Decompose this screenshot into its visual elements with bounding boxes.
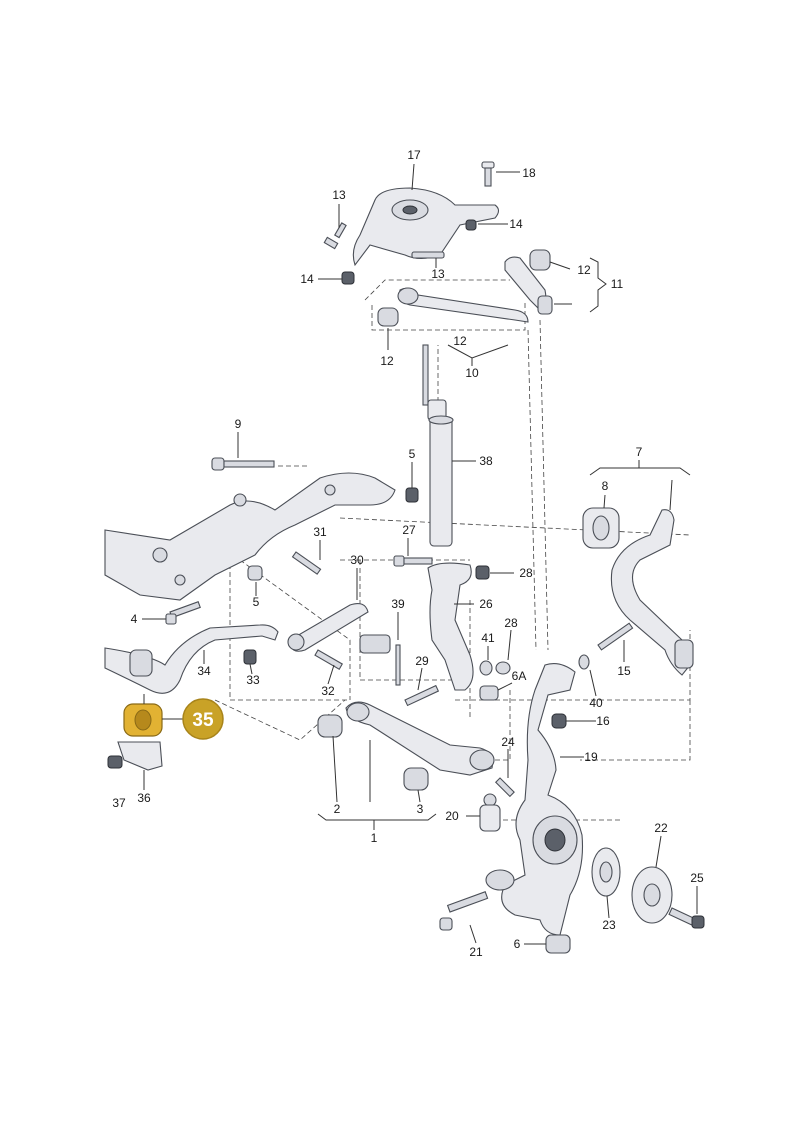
bolt-13-lower-part <box>411 251 445 259</box>
label-12-middle[interactable]: 12 <box>453 334 467 348</box>
label-4[interactable]: 4 <box>131 612 138 626</box>
clamp-36-part <box>117 741 163 771</box>
shock-absorber-part <box>422 344 454 547</box>
nut-37-part <box>107 755 123 769</box>
label-7[interactable]: 7 <box>636 445 643 459</box>
bushing-3-part <box>403 767 429 791</box>
label-12-right[interactable]: 12 <box>577 263 591 277</box>
badge-35-label: 35 <box>192 710 214 731</box>
link-30-part <box>287 603 369 652</box>
label-10[interactable]: 10 <box>465 366 479 380</box>
label-13-upper[interactable]: 13 <box>332 188 346 202</box>
label-14-left[interactable]: 14 <box>300 272 314 286</box>
washer-40-part <box>578 654 590 670</box>
bolt-4-part <box>165 601 201 625</box>
label-5-upper[interactable]: 5 <box>409 447 416 461</box>
link-39-part <box>359 634 401 686</box>
label-34[interactable]: 34 <box>197 664 211 678</box>
label-5-lower[interactable]: 5 <box>253 595 260 609</box>
bolt-31-part <box>291 551 322 575</box>
nut-14-part <box>341 219 477 285</box>
nut-6-part <box>545 934 571 954</box>
nut-33-part <box>243 649 257 665</box>
label-21[interactable]: 21 <box>469 945 483 959</box>
bolt-21-part <box>439 891 489 931</box>
part-labels: 17 18 13 14 13 14 12 11 12 12 10 9 5 38 … <box>112 148 704 959</box>
label-13-lower[interactable]: 13 <box>431 267 445 281</box>
control-arm-7-part <box>610 509 694 676</box>
label-33[interactable]: 33 <box>246 673 260 687</box>
nut-28-part <box>475 565 511 675</box>
bolt-13-upper-part <box>323 222 347 250</box>
label-12-left[interactable]: 12 <box>380 354 394 368</box>
bolt-15-part <box>597 622 634 651</box>
bushing-8-part <box>582 507 620 549</box>
label-39[interactable]: 39 <box>391 597 405 611</box>
label-28-lower[interactable]: 28 <box>504 616 518 630</box>
ball-joint-20-part <box>479 793 501 832</box>
washer-41-part <box>479 660 493 676</box>
bolt-29-part <box>404 684 440 707</box>
leader-lines <box>142 163 698 945</box>
label-2[interactable]: 2 <box>334 802 341 816</box>
label-19[interactable]: 19 <box>584 750 598 764</box>
assembly-guide-lines <box>214 279 691 821</box>
label-24[interactable]: 24 <box>501 735 515 749</box>
label-1[interactable]: 1 <box>371 831 378 845</box>
bolt-24-part <box>494 777 515 798</box>
label-37[interactable]: 37 <box>112 796 126 810</box>
highlight-badge-35[interactable]: 35 <box>182 698 224 740</box>
bolt-9-part <box>211 457 275 471</box>
label-15[interactable]: 15 <box>617 664 631 678</box>
fork-26-part <box>427 562 474 691</box>
label-32[interactable]: 32 <box>321 684 335 698</box>
label-40[interactable]: 40 <box>589 696 603 710</box>
label-22[interactable]: 22 <box>654 821 668 835</box>
label-14-right[interactable]: 14 <box>509 217 523 231</box>
label-23[interactable]: 23 <box>602 918 616 932</box>
stabilizer-bar-part <box>104 624 279 694</box>
nut-5-part <box>247 487 419 581</box>
label-36[interactable]: 36 <box>137 791 151 805</box>
bolt-25-part <box>668 907 705 929</box>
label-27[interactable]: 27 <box>402 523 416 537</box>
label-41[interactable]: 41 <box>481 631 495 645</box>
nut-16-part <box>551 713 567 729</box>
label-26[interactable]: 26 <box>479 597 493 611</box>
label-3[interactable]: 3 <box>417 802 424 816</box>
bolt-18-part <box>481 161 495 187</box>
label-29[interactable]: 29 <box>415 654 429 668</box>
label-6a[interactable]: 6A <box>512 669 527 683</box>
bushing-2-part <box>317 714 343 738</box>
label-31[interactable]: 31 <box>313 525 327 539</box>
label-17[interactable]: 17 <box>407 148 421 162</box>
label-8[interactable]: 8 <box>602 479 609 493</box>
upper-control-arm-10-part <box>377 287 529 327</box>
bolt-27-part <box>393 555 433 567</box>
label-9[interactable]: 9 <box>235 417 242 431</box>
wheel-hub-22-part <box>631 866 673 924</box>
subframe-part <box>104 472 396 601</box>
stabilizer-bushing-35-part <box>123 703 163 737</box>
label-20[interactable]: 20 <box>445 809 459 823</box>
wheel-bearing-23-part <box>591 847 621 897</box>
label-16[interactable]: 16 <box>596 714 610 728</box>
strut-mount-part <box>352 187 500 267</box>
label-30[interactable]: 30 <box>350 553 364 567</box>
lower-control-arm-1-part <box>345 701 495 776</box>
label-11[interactable]: 11 <box>611 277 624 291</box>
label-6[interactable]: 6 <box>514 937 521 951</box>
label-28-upper[interactable]: 28 <box>519 566 533 580</box>
nut-6a-part <box>479 685 499 701</box>
label-25[interactable]: 25 <box>690 871 704 885</box>
label-38[interactable]: 38 <box>479 454 493 468</box>
bolt-32-part <box>314 649 344 670</box>
label-18[interactable]: 18 <box>522 166 536 180</box>
wheel-carrier-19-part <box>485 663 584 936</box>
upper-control-arm-11-part <box>504 249 553 315</box>
